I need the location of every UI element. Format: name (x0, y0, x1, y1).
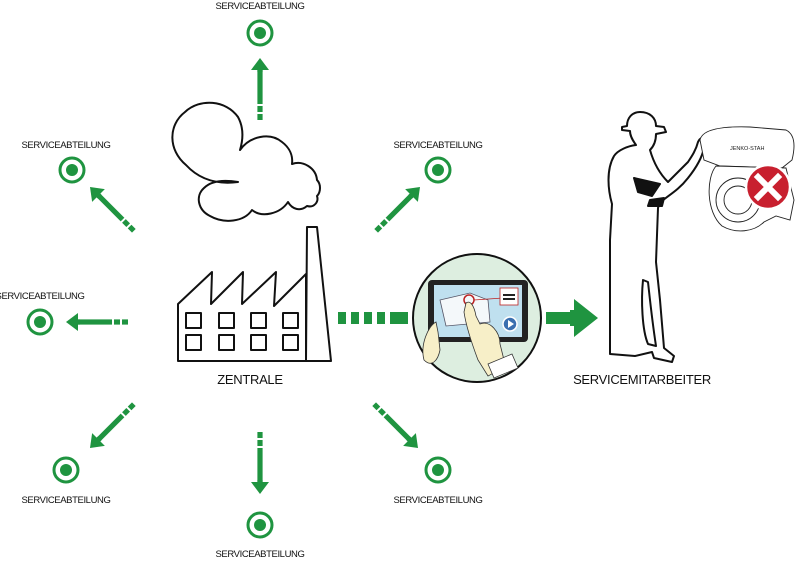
svg-text:JENKO-STAH: JENKO-STAH (730, 146, 764, 152)
service-node-bottom[interactable]: SERVICEABTEILUNG (216, 511, 305, 560)
service-node-label: SERVICEABTEILUNG (22, 140, 111, 151)
service-node-label: SERVICEABTEILUNG (216, 549, 305, 560)
arrow-up-icon (251, 58, 269, 120)
service-node-left[interactable]: SERVICEABTEILUNG (0, 291, 85, 336)
arrow-up-left-icon (83, 180, 141, 238)
service-node-label: SERVICEABTEILUNG (22, 495, 111, 506)
service-worker-icon (607, 111, 706, 363)
arrow-left-icon (66, 313, 128, 331)
arrow-right-icon (546, 299, 598, 337)
target-icon (246, 19, 274, 47)
service-node-top-left[interactable]: SERVICEABTEILUNG (22, 140, 111, 184)
connector-dashed (338, 312, 408, 324)
center-label: ZENTRALE (217, 372, 283, 387)
service-node-label: SERVICEABTEILUNG (394, 495, 483, 506)
worker-label: SERVICEMITARBEITER (573, 372, 711, 387)
service-node-bottom-left[interactable]: SERVICEABTEILUNG (22, 456, 111, 506)
target-icon (424, 156, 452, 184)
arrow-up-right-icon (369, 180, 427, 238)
service-node-top-right[interactable]: SERVICEABTEILUNG (394, 140, 483, 184)
arrow-down-icon (251, 432, 269, 494)
service-node-top[interactable]: SERVICEABTEILUNG (216, 1, 305, 47)
target-icon (26, 308, 54, 336)
tablet-icon[interactable] (412, 253, 542, 383)
target-icon (58, 156, 86, 184)
factory-icon (171, 101, 332, 362)
error-x-icon (744, 163, 792, 211)
service-node-label: SERVICEABTEILUNG (394, 140, 483, 151)
service-node-bottom-right[interactable]: SERVICEABTEILUNG (394, 456, 483, 506)
target-icon (424, 456, 452, 484)
target-icon (246, 511, 274, 539)
target-icon (52, 456, 80, 484)
arrow-down-left-icon (83, 397, 141, 455)
service-node-label: SERVICEABTEILUNG (216, 1, 305, 12)
service-node-label: SERVICEABTEILUNG (0, 291, 84, 302)
arrow-down-right-icon (367, 397, 425, 455)
